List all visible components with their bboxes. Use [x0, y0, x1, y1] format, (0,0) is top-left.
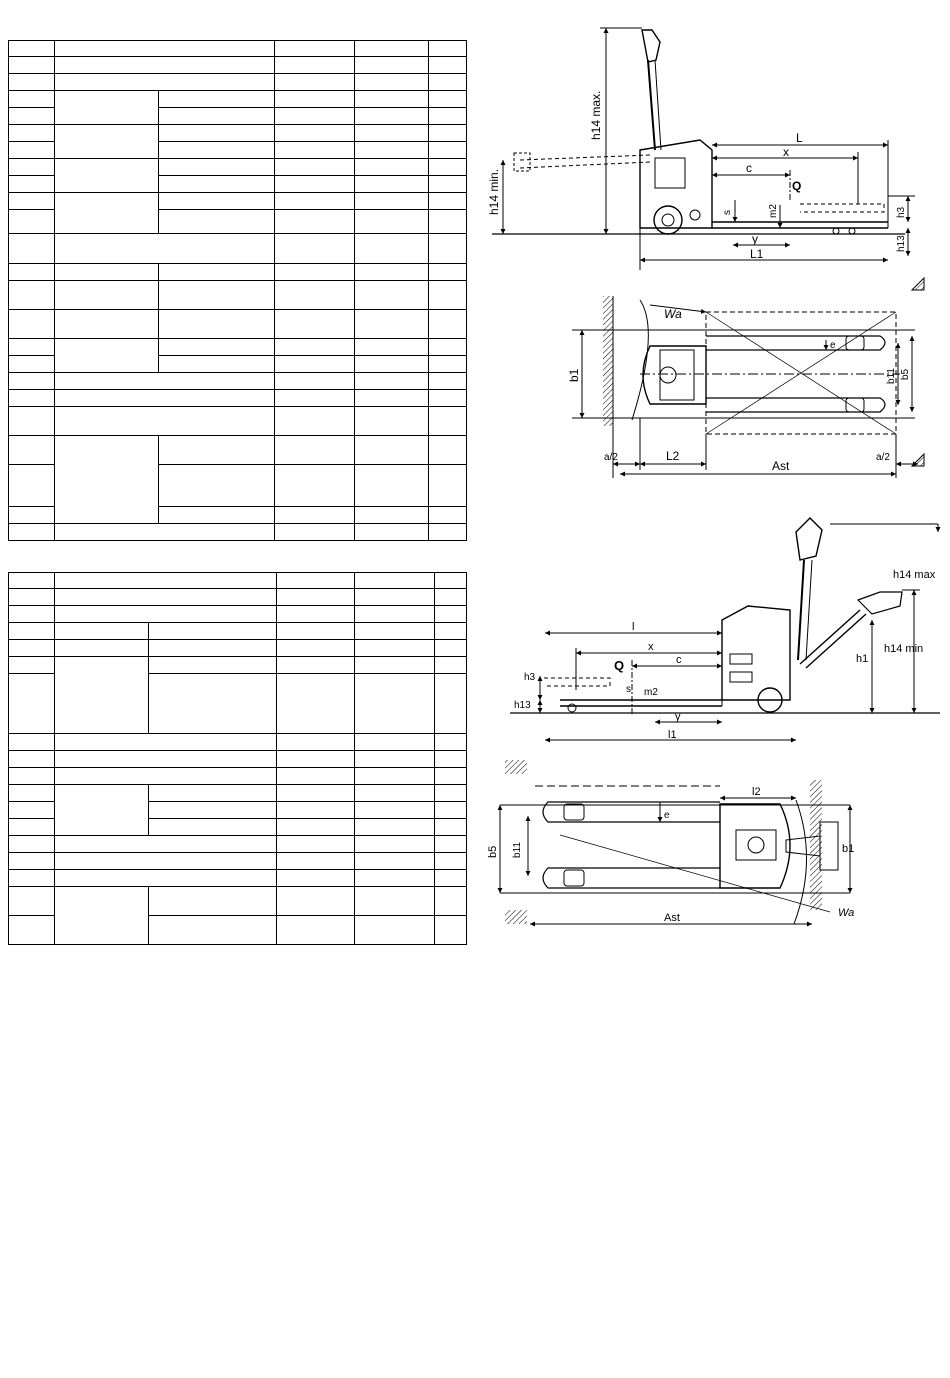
side-view-drawing-1 — [492, 27, 925, 291]
dim-label: c — [676, 654, 682, 666]
drawing-2-labels: Wa e b1 b11 b5 a/2 L2 Ast a/2 — [567, 307, 911, 473]
dim-label: h1 — [856, 653, 868, 665]
table-row — [8, 784, 467, 836]
dim-label: h13 — [896, 235, 907, 252]
table-row — [8, 572, 467, 589]
dim-label: a/2 — [604, 452, 618, 463]
table-row — [8, 192, 467, 234]
dim-label: c — [746, 161, 752, 175]
table-row — [8, 818, 467, 836]
dim-label: b5 — [487, 846, 499, 858]
table-row — [8, 90, 467, 125]
table-row — [8, 656, 467, 734]
dim-label: x — [783, 145, 789, 159]
dim-label: L2 — [666, 449, 680, 463]
plan-view-drawing-2 — [572, 296, 925, 478]
dim-label: h14 min — [884, 643, 923, 655]
table-row — [8, 506, 467, 524]
dim-label: h13 — [514, 700, 531, 711]
dim-label: s — [626, 684, 631, 695]
table-row — [8, 523, 467, 541]
dim-label: L1 — [750, 247, 764, 261]
dim-label: e — [664, 810, 670, 821]
table-row — [8, 73, 467, 91]
dim-label: Ast — [664, 912, 680, 924]
dim-label: Wa — [838, 907, 854, 919]
dim-label: Q — [614, 658, 624, 673]
table-row — [8, 464, 467, 507]
dim-label: b5 — [900, 368, 911, 380]
table-row — [8, 835, 467, 853]
dim-label: s — [722, 210, 733, 215]
table-row — [8, 141, 467, 159]
dim-label: l1 — [668, 729, 677, 741]
dim-label: y — [675, 711, 681, 723]
drawing-3-labels: h14 max l x c Q h3 h13 s m2 y l1 h1 h14 … — [514, 569, 936, 741]
table-row — [8, 209, 467, 234]
dim-label: L — [796, 131, 803, 145]
table-row — [8, 801, 467, 819]
table-row — [8, 158, 467, 193]
dim-label: b1 — [567, 368, 581, 382]
table-row — [8, 605, 467, 623]
spec-table-2 — [8, 572, 467, 945]
dim-label: b11 — [512, 842, 523, 858]
table-row — [8, 886, 467, 945]
dim-label: e — [830, 340, 836, 351]
table-row — [8, 915, 467, 945]
dim-label: l2 — [752, 786, 761, 798]
dim-label: y — [752, 232, 758, 246]
drawing-1-labels: h14 max. h14 min. L x c Q s m2 y h3 h13 … — [487, 91, 907, 261]
dim-label: h14 min. — [487, 169, 501, 215]
dim-label: a/2 — [876, 452, 890, 463]
dim-label: m2 — [644, 687, 658, 698]
dim-label: l — [632, 621, 634, 633]
dim-label: Ast — [772, 459, 790, 473]
drawing-4-labels: l2 e b5 b11 b1 Ast Wa — [487, 786, 854, 924]
dim-label: h14 max — [893, 569, 936, 581]
side-view-drawing-3 — [510, 517, 941, 743]
table-row — [8, 673, 467, 734]
table-row — [8, 40, 467, 57]
table-row — [8, 175, 467, 193]
dim-label: h14 max. — [589, 91, 603, 140]
table-row — [8, 733, 467, 751]
table-row — [8, 406, 467, 436]
dim-label: x — [648, 641, 654, 653]
dim-label: Q — [792, 179, 801, 193]
dim-label: Wa — [664, 307, 682, 321]
table-row — [8, 750, 467, 768]
plan-view-drawing-4 — [497, 760, 853, 927]
dim-label: b11 — [886, 368, 897, 384]
dim-label: h3 — [896, 206, 907, 218]
spec-table-1 — [8, 40, 467, 541]
dim-label: b1 — [842, 843, 854, 855]
dim-label: m2 — [768, 204, 779, 218]
table-row — [8, 233, 467, 264]
table-row — [8, 435, 467, 524]
table-row — [8, 355, 467, 373]
dim-label: h3 — [524, 672, 536, 683]
